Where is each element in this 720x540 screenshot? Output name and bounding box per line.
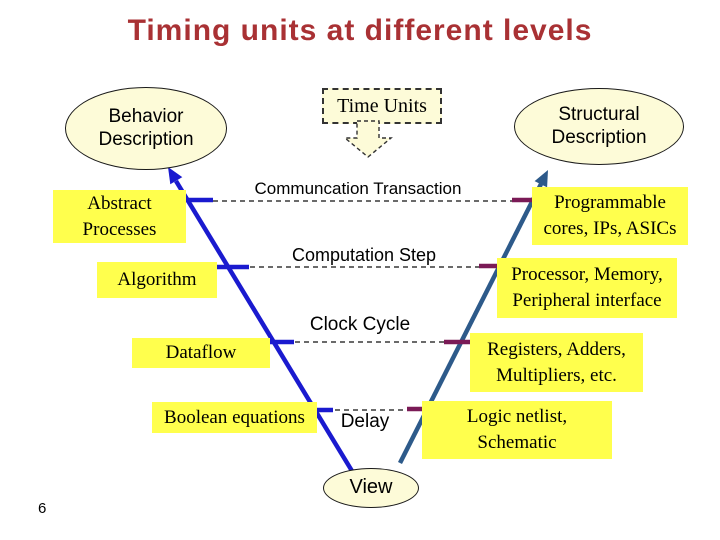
behavior-axis-arrowhead-icon [168, 167, 183, 185]
behavior-description-ellipse: Behavior Description [65, 87, 227, 170]
page-number: 6 [38, 500, 47, 517]
time-unit-label-delay: Delay [340, 411, 390, 432]
structure-axis-arrowhead-icon [534, 170, 548, 188]
time-unit-label-communication-transaction: Communcation Transaction [254, 179, 462, 198]
time-unit-label-computation-step: Computation Step [291, 245, 437, 265]
structure-level-label-processor-memory: Processor, Memory, Peripheral interface [497, 258, 677, 318]
behavior-axis-line [174, 179, 354, 473]
view-ellipse: View [323, 468, 419, 508]
time-unit-label-clock-cycle: Clock Cycle [309, 314, 411, 335]
behavior-level-label-boolean-equations: Boolean equations [152, 402, 317, 433]
structure-level-label-registers-adders: Registers, Adders, Multipliers, etc. [470, 333, 643, 392]
time-units-box: Time Units [322, 88, 442, 124]
behavior-level-label-dataflow: Dataflow [132, 338, 270, 368]
structure-level-label-programmable-cores: Programmable cores, IPs, ASICs [532, 187, 688, 245]
structural-description-ellipse: Structural Description [514, 88, 684, 165]
behavior-level-label-algorithm: Algorithm [97, 262, 217, 298]
slide-title: Timing units at different levels [127, 14, 593, 47]
behavior-level-label-abstract-processes: Abstract Processes [53, 190, 186, 243]
structure-level-label-logic-netlist: Logic netlist, Schematic [422, 401, 612, 459]
down-block-arrow-icon [343, 120, 393, 158]
